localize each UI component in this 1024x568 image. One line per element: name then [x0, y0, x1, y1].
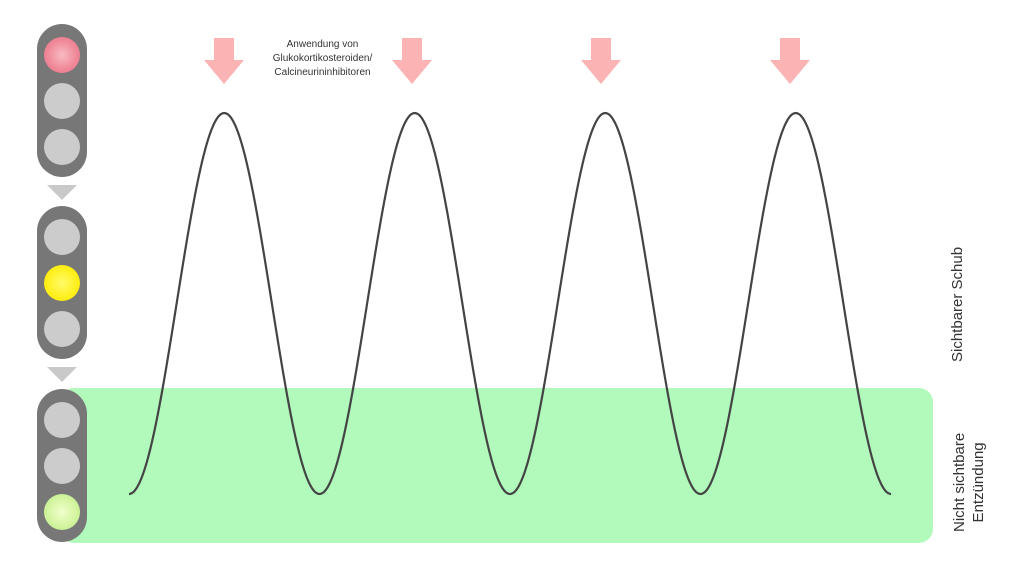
down-arrow-icon — [204, 38, 244, 84]
middle-lamp-off — [44, 83, 80, 119]
down-triangle-icon — [47, 367, 77, 382]
top-lamp-off — [44, 219, 80, 255]
annotation-line-2: Glukokortikosteroiden/ — [272, 53, 373, 64]
green-lamp-on — [44, 494, 80, 530]
traffic-light-yellow-active — [37, 206, 87, 359]
invisible-label-line-1: Nicht sichtbare — [951, 432, 968, 532]
middle-lamp-off — [44, 448, 80, 484]
red-lamp-on — [44, 37, 80, 73]
invisible-inflammation-label: Nicht sichtbare Entzündung — [950, 433, 988, 532]
top-lamp-off — [44, 402, 80, 438]
down-arrow-icon — [770, 38, 810, 84]
treatment-annotation: Anwendung von Glukokortikosteroiden/ Cal… — [250, 38, 395, 80]
traffic-light-red-active — [37, 24, 87, 177]
bottom-lamp-off — [44, 311, 80, 347]
visible-flare-label: Sichtbarer Schub — [949, 246, 966, 362]
invisible-label-line-2: Entzündung — [970, 442, 987, 523]
down-arrow-icon — [392, 38, 432, 84]
down-arrow-icon — [581, 38, 621, 84]
wave-line — [128, 111, 892, 496]
bottom-lamp-off — [44, 129, 80, 165]
yellow-lamp-on — [44, 265, 80, 301]
non-visible-inflammation-zone — [60, 388, 933, 543]
down-triangle-icon — [47, 185, 77, 200]
annotation-line-1: Anwendung von — [286, 39, 359, 50]
traffic-light-green-active — [37, 389, 87, 542]
annotation-line-3: Calcineurininhibitoren — [274, 67, 371, 78]
